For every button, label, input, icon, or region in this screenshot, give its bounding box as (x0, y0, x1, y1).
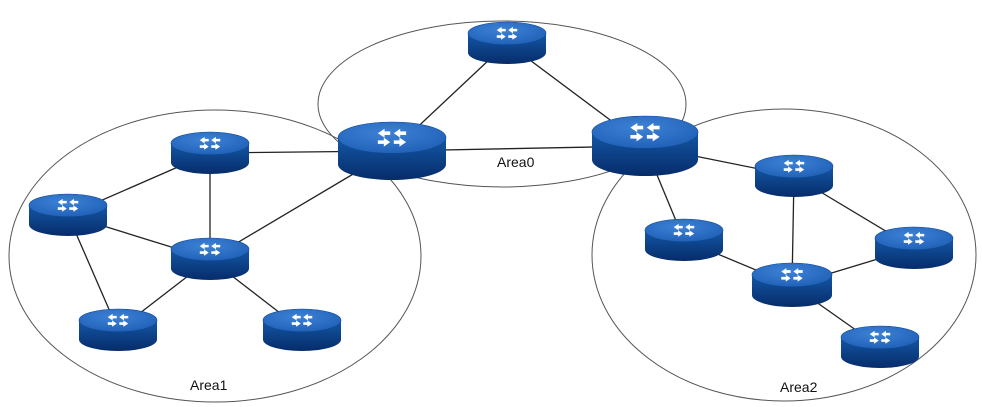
r1-top-router-top (171, 132, 249, 155)
r1-bottom-left-router-top (79, 309, 157, 332)
r2-center-router-icon (752, 263, 832, 307)
r1-bottom-right-router-icon (263, 309, 341, 351)
area1-label: Area1 (190, 377, 228, 393)
r1-top-router-icon (171, 132, 249, 174)
r1-left-router-icon (29, 194, 107, 236)
r0-top-router-icon (468, 22, 546, 64)
r2-top-router-icon (755, 155, 833, 197)
r1-bottom-left-router-icon (79, 309, 157, 351)
r2-right-router-top (875, 227, 953, 250)
r0-top-router-top (468, 22, 546, 45)
r2-right-router-icon (875, 227, 953, 269)
area0-label: Area0 (497, 154, 535, 170)
r2-bottom-router-top (841, 326, 919, 349)
r2-bottom-router-icon (841, 326, 919, 368)
abr-left-router-icon (338, 122, 446, 180)
r1-bottom-right-router-top (263, 309, 341, 332)
abr-right-router-icon (592, 116, 698, 176)
abr-right-router-top (592, 116, 698, 148)
r1-left-router-top (29, 194, 107, 217)
routers-layer (29, 22, 953, 368)
r2-top-router-top (755, 155, 833, 178)
area2-label: Area2 (780, 379, 818, 395)
abr-left-router-top (338, 122, 446, 153)
r1-center-router-top (171, 238, 249, 261)
r2-left-router-top (645, 219, 723, 242)
r2-center-router-top (752, 263, 832, 287)
r2-left-router-icon (645, 219, 723, 261)
r1-center-router-icon (171, 238, 249, 280)
